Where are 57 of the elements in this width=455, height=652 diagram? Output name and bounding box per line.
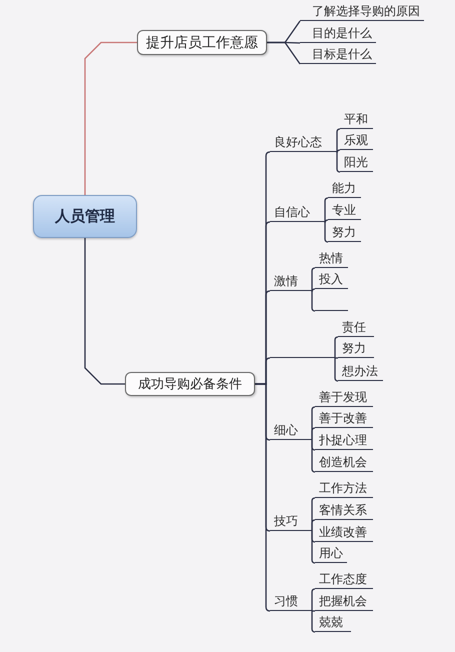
connector-line [255,383,271,612]
underlined-topic: 努力 [338,341,374,358]
connector-line [335,357,338,359]
connector-line [311,519,316,532]
underlined-topic: 激情 [270,274,312,291]
connector-line [336,128,340,153]
connector-line [267,42,301,64]
underlined-topic: 工作态度 [315,572,373,589]
underlined-topic: 自信心 [270,205,325,222]
underlined-topic: 技巧 [270,514,312,531]
underlined-topic: 善于发现 [315,390,373,407]
connector-line [311,290,316,312]
underlined-topic: 了解选择导购的原因 [300,4,424,21]
connector-line [311,588,316,612]
underlined-topic: 习惯 [270,594,312,611]
underlined-topic: 阳光 [340,155,373,172]
connector-line [336,149,340,154]
connector-line [336,151,340,173]
underlined-topic: 工作方法 [315,481,373,498]
connector-line [311,427,316,441]
connector-line [334,336,338,359]
underlined-topic: 良好心态 [270,135,337,152]
connector-line [311,610,316,633]
connector-line [324,221,328,243]
underlined-topic: 目的是什么 [300,26,376,43]
connector-line [311,439,316,473]
connector-line [311,288,316,293]
underlined-topic: 想办法 [338,364,383,381]
root-topic-box: 人员管理 [33,195,137,238]
underlined-topic: 责任 [338,320,374,337]
underlined-topic: 能力 [328,181,361,198]
connector-line [312,610,315,612]
underlined-topic: 平和 [340,112,373,129]
underlined-topic: 乐观 [340,133,373,150]
underlined-topic: 客情关系 [315,503,373,520]
underlined-topic: 创造机会 [315,455,373,472]
connector-line [84,42,137,195]
connector-line [324,219,328,224]
underlined-topic: 业绩改善 [315,525,373,542]
underlined-topic: 兢兢 [315,615,351,632]
underlined-topic: 目标是什么 [300,47,376,64]
connector-line [324,197,328,223]
connector-line [311,267,316,292]
underlined-topic: 细心 [270,423,312,440]
connector-line [84,238,125,385]
topic-box: 成功导购必备条件 [125,372,255,396]
underlined-topic: 扑捉心理 [315,433,373,450]
connector-line [334,357,338,382]
underlined-topic: 善于改善 [315,411,373,428]
underlined-topic: 热情 [315,251,348,268]
connector-line [311,530,316,564]
underlined-topic: 把握机会 [315,594,373,611]
underlined-topic: 努力 [328,225,361,242]
underlined-topic: 投入 [315,272,348,289]
underlined-topic: 用心 [315,546,347,563]
underlined-topic: 专业 [328,203,361,220]
topic-box: 提升店员工作意愿 [137,30,267,55]
